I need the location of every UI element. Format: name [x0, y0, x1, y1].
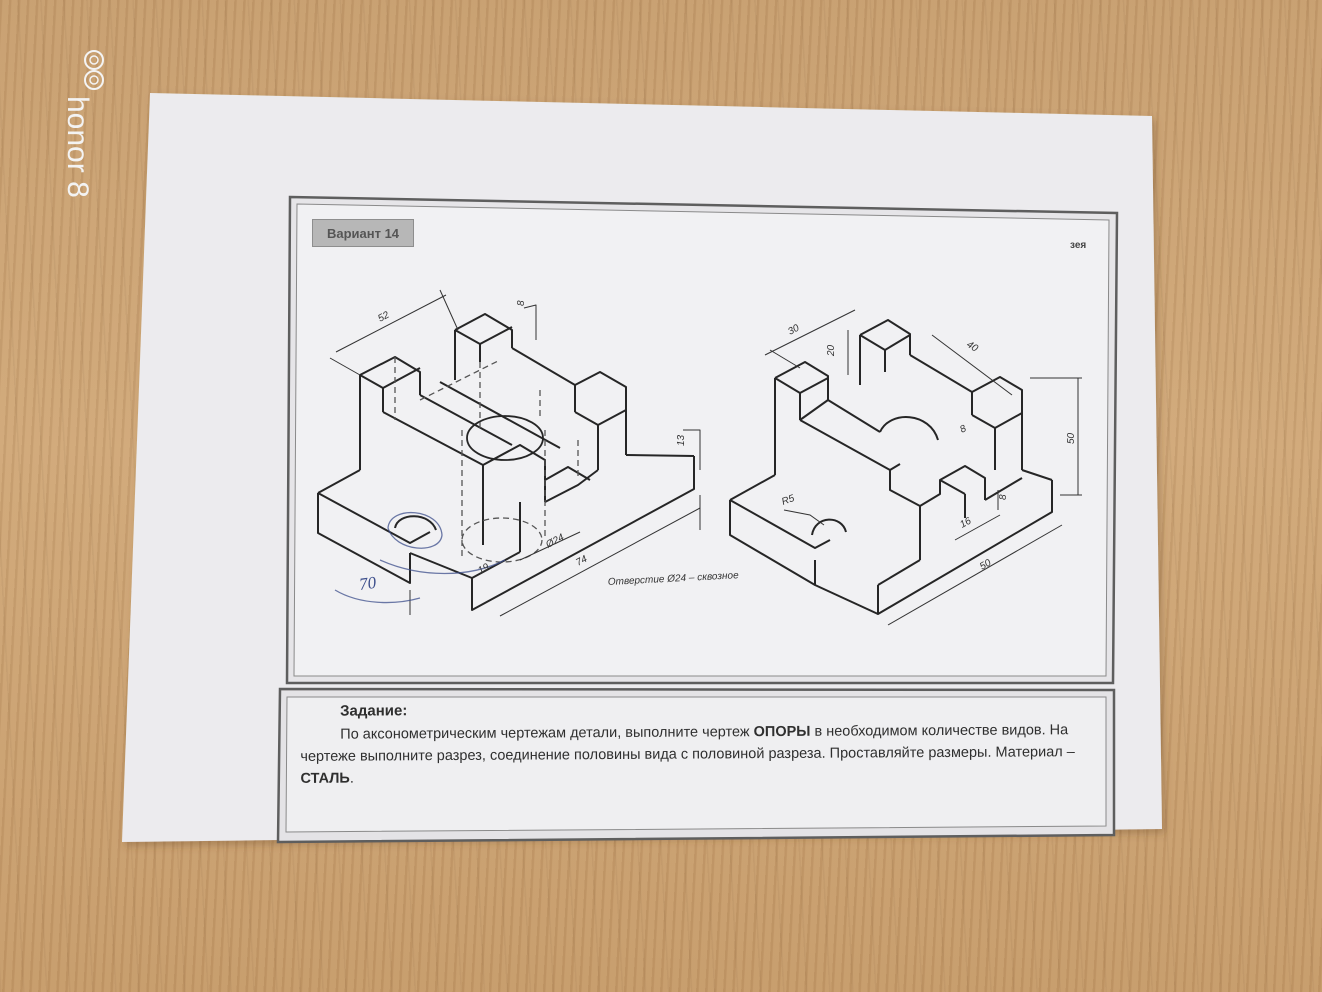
drawing-frame	[285, 195, 1119, 685]
dim-50-length: 50	[978, 557, 994, 572]
dim-8-a: 8	[958, 423, 968, 436]
corner-mark: зея	[1070, 240, 1087, 251]
watermark-text: honor 8	[61, 96, 94, 198]
dim-52: 52	[376, 310, 391, 325]
right-isometric-drawing	[729, 319, 1053, 615]
task-frame	[276, 687, 1116, 844]
dim-8: 8	[516, 300, 527, 306]
task-bold-part-name: ОПОРЫ	[753, 723, 811, 741]
dim-20: 20	[826, 344, 837, 357]
dim-13: 13	[676, 434, 687, 446]
task-box: Задание: По аксонометрическим чертежам д…	[286, 688, 1107, 821]
dim-16: 16	[958, 516, 973, 531]
left-isometric-drawing	[317, 289, 701, 617]
task-bold-material: СТАЛЬ	[300, 770, 350, 787]
dim-8-b: 8	[998, 494, 1009, 500]
task-heading: Задание:	[340, 702, 408, 720]
dim-50-height: 50	[1066, 432, 1077, 444]
task-text-part1: По аксонометрическим чертежам детали, вы…	[340, 724, 754, 743]
variant-badge: Вариант 14	[312, 219, 414, 247]
dim-30: 30	[786, 323, 801, 338]
camera-watermark: honor 8	[61, 50, 104, 198]
task-text-part3: .	[349, 770, 354, 787]
dim-19: 19	[476, 562, 491, 577]
dim-74: 74	[574, 554, 589, 569]
dim-r5: R5	[780, 493, 796, 508]
task-text: По аксонометрическим чертежам детали, вы…	[300, 719, 1092, 790]
handwritten-number: 70	[358, 573, 378, 594]
